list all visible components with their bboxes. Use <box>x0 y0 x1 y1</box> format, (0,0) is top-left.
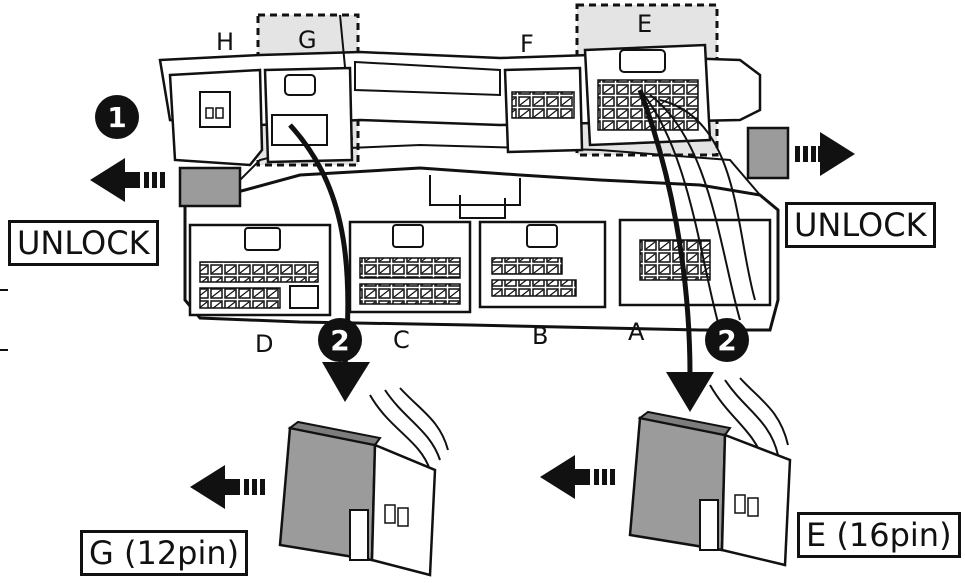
label-c: C <box>393 326 410 354</box>
pull-arrow-plug-e <box>540 455 615 499</box>
plug-e <box>628 377 792 567</box>
connector-g-callout: G (12pin) <box>80 530 249 576</box>
label-a: A <box>628 318 645 346</box>
unlock-callout-left: UNLOCK <box>8 220 159 266</box>
unlock-arrow-right <box>795 132 855 176</box>
left-lock-tab <box>178 166 242 208</box>
unlock-callout-right: UNLOCK <box>785 202 936 248</box>
label-f: F <box>520 30 534 58</box>
connector-e-callout: E (16pin) <box>797 512 961 558</box>
plug-g <box>278 387 449 577</box>
step-badge-2-left: 2 <box>318 318 362 362</box>
label-e: E <box>637 10 653 38</box>
label-h: H <box>216 28 235 56</box>
pull-arrow-e <box>637 89 693 376</box>
right-lock-tab <box>746 126 790 180</box>
step-badge-1: 1 <box>95 95 139 139</box>
label-d: D <box>255 330 274 358</box>
label-b: B <box>532 322 549 350</box>
step-badge-2-right: 2 <box>705 318 749 362</box>
label-g: G <box>298 26 317 54</box>
unlock-arrow-left <box>90 158 165 202</box>
rail-ridge <box>354 60 501 97</box>
pull-arrow-plug-g <box>190 465 265 509</box>
